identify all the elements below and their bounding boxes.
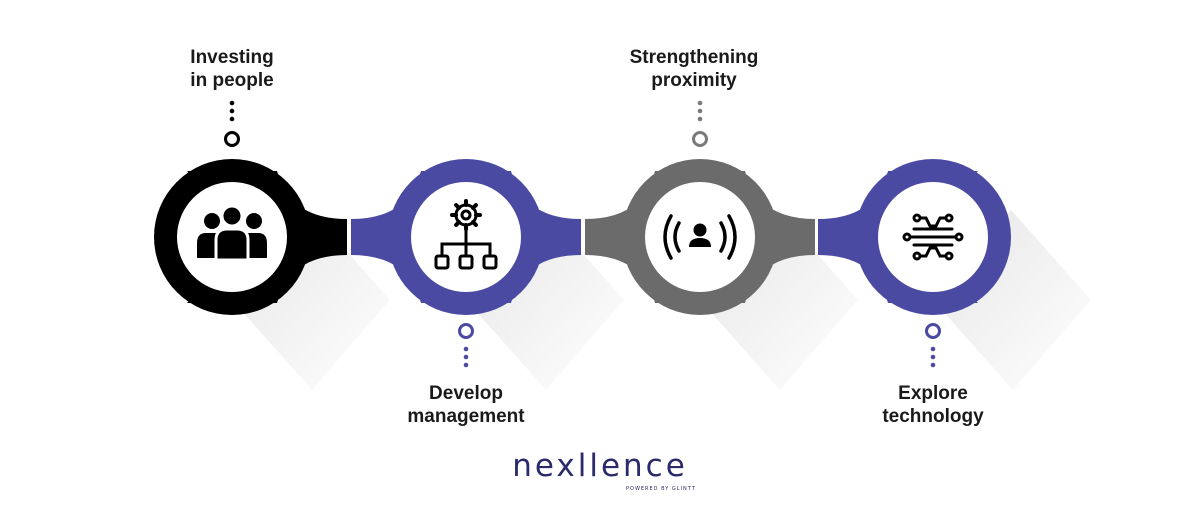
brand-logo: nexllence POWERED BY GLINTT [480,448,720,492]
step-4-label-line2: technology [882,406,984,427]
circuit-icon [902,213,964,261]
step-1-label-line1: Investing [190,47,274,68]
step-3-disc [645,182,755,292]
step-2-leader-ring [458,323,474,339]
step-3-leader-dot [697,100,703,106]
step-4-leader-dot [930,354,936,360]
step-2-leader-dot [463,354,469,360]
step-2-label-line1: Develop [429,383,503,404]
gear-hierarchy-icon [434,199,498,270]
step-4-label: Explore technology [866,382,1000,428]
step-2-label-line2: management [407,406,525,427]
dotted-leaders [224,100,941,368]
people-group-icon [197,204,267,262]
step-2-label: Develop management [390,382,542,428]
step-1-leader-dot [229,108,235,114]
brand-tagline: POWERED BY GLINTT [626,486,696,492]
step-1-label-line2: in people [190,70,274,91]
step-3-label-line2: proximity [651,70,737,91]
step-3-leader-dot [697,108,703,114]
step-4-leader-ring [925,323,941,339]
step-2-leader-dot [463,346,469,352]
step-3-leader-dot [697,116,703,122]
step-1-leader-ring [224,131,240,147]
brand-name: nexllence [512,448,688,484]
step-3-leader-ring [692,131,708,147]
step-3-label-line1: Strengthening [629,47,759,68]
step-3-label: Strengthening proximity [610,46,778,92]
person-signal-icon [663,214,737,260]
step-1-leader-dot [229,100,235,106]
step-4-leader-dot [930,362,936,368]
step-4-label-line1: Explore [898,383,968,404]
step-1-label: Investing in people [176,46,288,92]
step-2-leader-dot [463,362,469,368]
step-1-leader-dot [229,116,235,122]
step-4-leader-dot [930,346,936,352]
